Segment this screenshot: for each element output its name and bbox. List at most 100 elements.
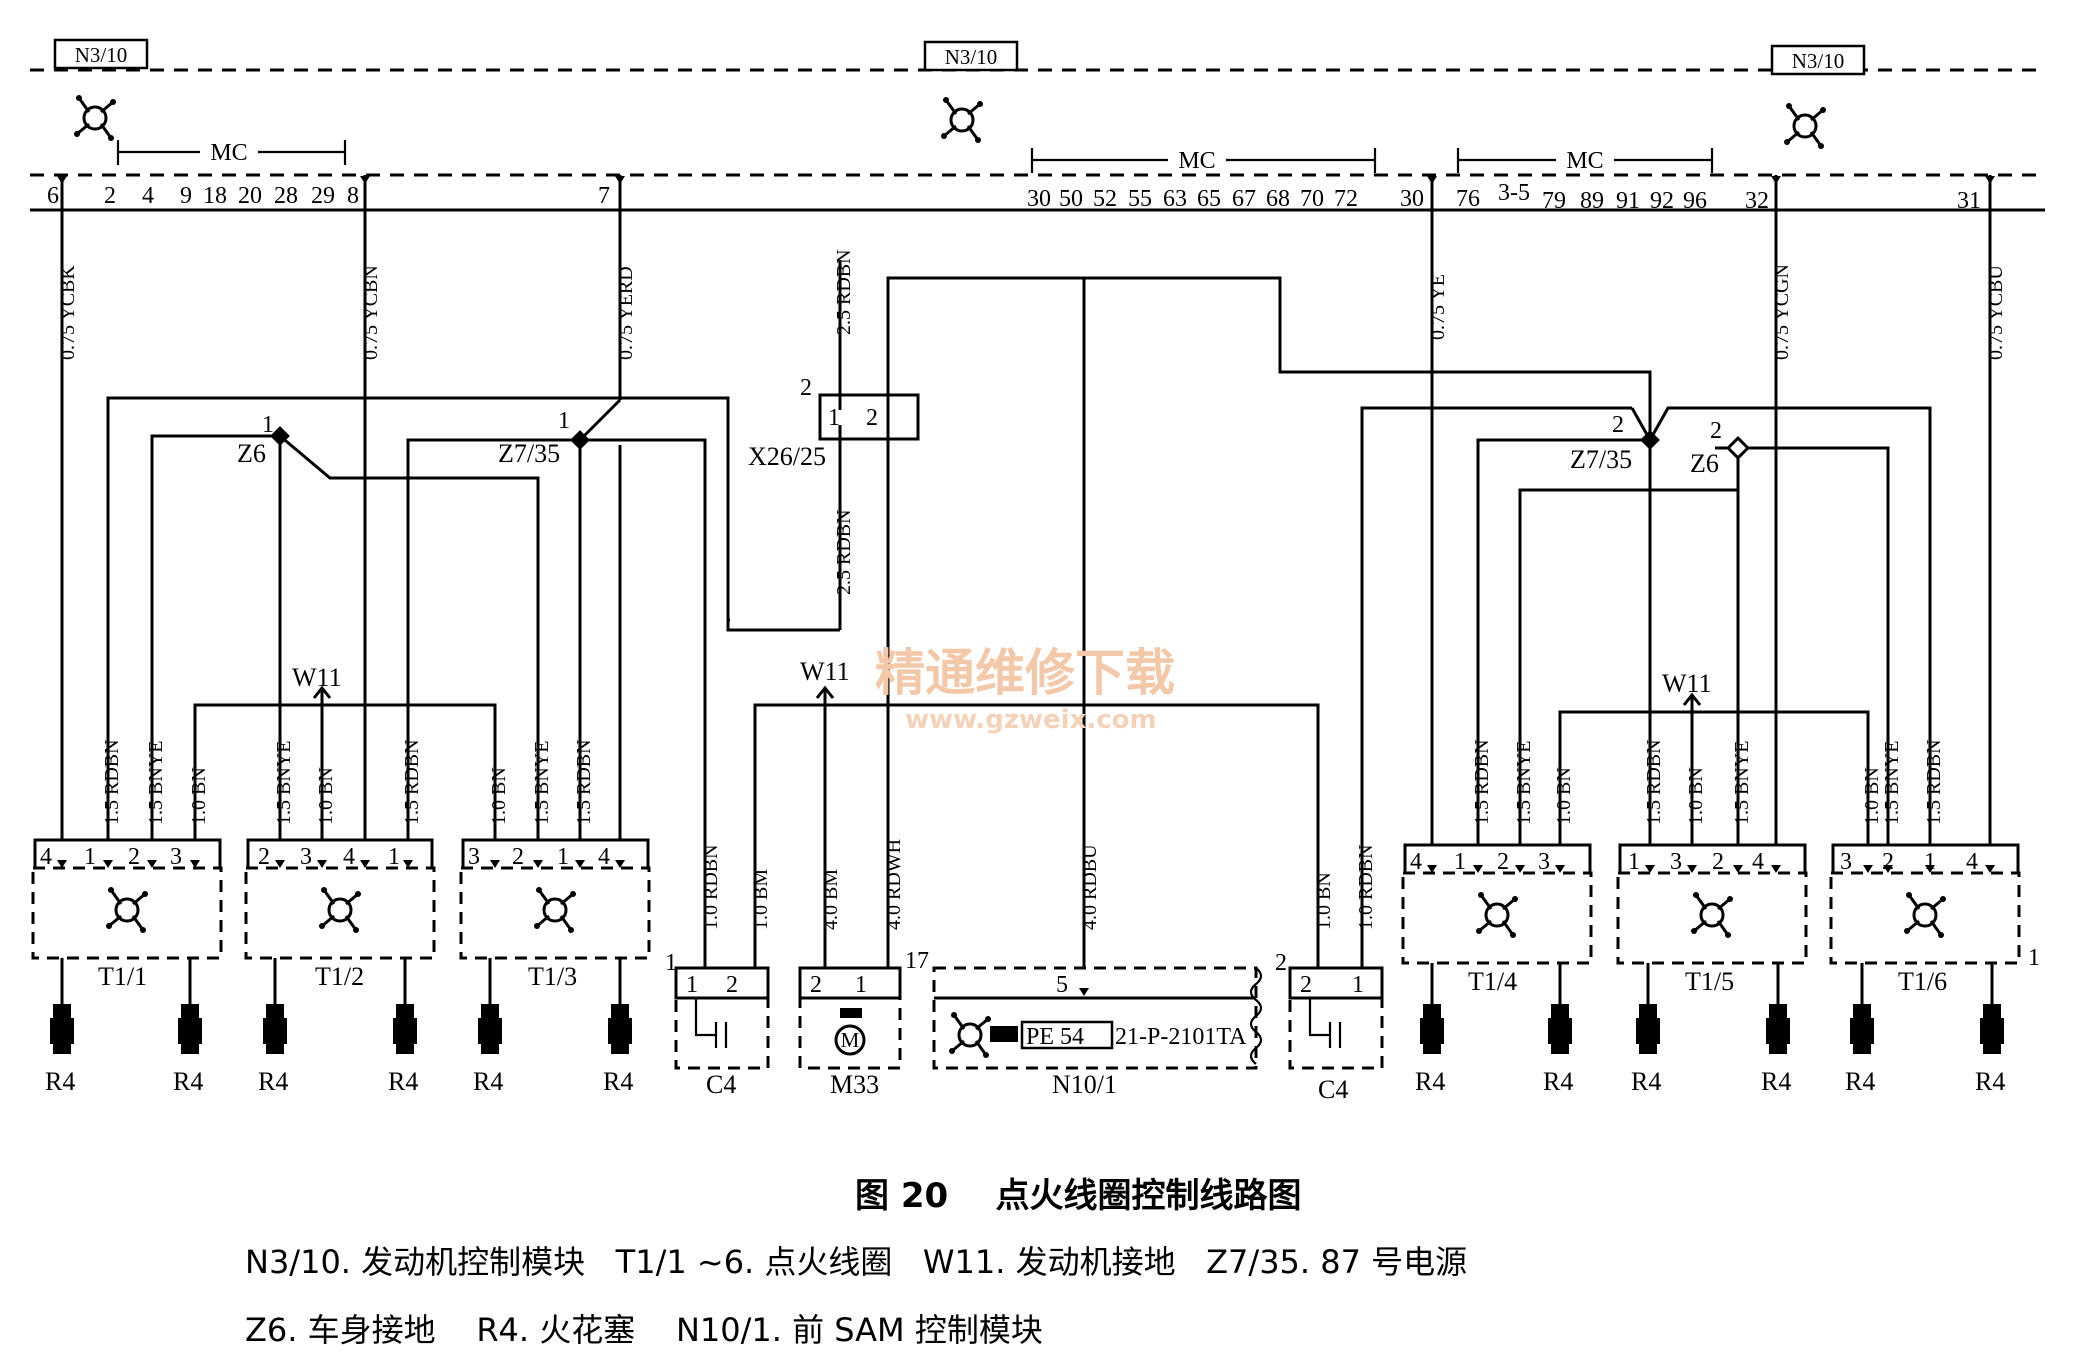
coil-pin: 2 xyxy=(1712,849,1724,875)
spark-plug-icon xyxy=(606,982,634,1056)
wire-label: 1.0 RDBN xyxy=(700,844,722,930)
ignition-coil-icon xyxy=(532,885,578,935)
pin-number: 76 xyxy=(1456,186,1480,212)
coil-pin: 4 xyxy=(343,844,355,870)
coil-pin: 1 xyxy=(1628,849,1640,875)
mc-label: MC xyxy=(210,140,247,166)
connector-pin: 2 xyxy=(866,405,878,431)
connector-pin: 1 xyxy=(828,405,840,431)
coil-pin: 4 xyxy=(1966,849,1978,875)
spark-plug-label: R4 xyxy=(1975,1067,2005,1096)
pin-number: 31 xyxy=(1957,188,1981,214)
mc-bus-right: MC xyxy=(1456,146,1714,174)
relay-icon xyxy=(947,1010,993,1060)
pin-number: 18 xyxy=(203,183,227,209)
module-n3-10: N3/10 N3/10 N3/10 xyxy=(30,38,2045,212)
pin-number: 7 xyxy=(598,183,610,209)
ignition-coil-icon xyxy=(1689,890,1735,940)
capacitor-c4-right: 2 1 2 C4 xyxy=(1275,406,1632,1104)
coil-pin: 4 xyxy=(598,844,610,870)
coil-pin: 2 xyxy=(1882,849,1894,875)
node-number: 1 xyxy=(558,408,570,434)
node-number: 1 xyxy=(262,412,274,438)
wire-label: 0.75 YCGN xyxy=(1771,264,1793,360)
coil-pin: 2 xyxy=(1497,849,1509,875)
spark-plug-icon xyxy=(1978,982,2006,1056)
coil-name: T1/4 xyxy=(1468,967,1517,996)
spark-plug-icon xyxy=(1848,982,1876,1056)
wire-label: 1.5 BNYE xyxy=(273,741,295,825)
pin-number: 96 xyxy=(1683,188,1707,214)
coil-pin: 1 xyxy=(1924,849,1936,875)
wire-label: 1.5 BNYE xyxy=(1881,741,1903,825)
wire-label: 0.75 YE xyxy=(1427,274,1449,340)
wire-label: 1.0 BN xyxy=(1861,767,1883,825)
wire-label: 1.5 BNYE xyxy=(531,741,553,825)
c4-pin: 2 xyxy=(1300,972,1312,998)
spark-plug-label: R4 xyxy=(1415,1067,1445,1096)
module-label-center: N3/10 xyxy=(945,45,998,69)
c4-pin: 2 xyxy=(726,972,738,998)
right-node-labels: 2 Z7/35 2 Z6 W11 xyxy=(1570,412,1722,698)
spark-plug-label: R4 xyxy=(1631,1067,1661,1096)
pin-number: 65 xyxy=(1197,186,1221,212)
svg-text:M: M xyxy=(841,1028,860,1052)
node-w11-label: W11 xyxy=(292,663,342,692)
coil-pin: 2 xyxy=(512,844,524,870)
pin-number: 32 xyxy=(1745,188,1769,214)
m33-pin: 2 xyxy=(810,972,822,998)
wire-label: 4.0 RDWH xyxy=(883,839,905,930)
pin-number: 89 xyxy=(1580,188,1604,214)
pin-numbers: 6 2 4 9 18 20 28 29 8 7 30 50 52 55 63 6… xyxy=(47,180,1981,214)
c4-label: C4 xyxy=(1318,1075,1348,1104)
mc-bus-middle: MC xyxy=(1030,146,1377,174)
wire-label: 1.0 BN xyxy=(488,767,510,825)
module-wires xyxy=(57,175,1995,845)
spark-plug-label: R4 xyxy=(1761,1067,1791,1096)
pin-number: 2 xyxy=(104,183,116,209)
wire-label: 0.75 YCBK xyxy=(57,265,79,360)
node-number: 2 xyxy=(1612,412,1624,438)
coil-pin: 3 xyxy=(1538,849,1550,875)
n10-part: PE 54 xyxy=(1026,1024,1084,1050)
legend-line-2: Z6. 车身接地 R4. 火花塞 N10/1. 前 SAM 控制模块 xyxy=(245,1311,1043,1349)
side-mark: 1 xyxy=(2028,945,2040,971)
pin-number: 8 xyxy=(347,183,359,209)
coil-pin: 1 xyxy=(557,844,569,870)
spark-plug-icon xyxy=(176,982,204,1056)
pin-number: 55 xyxy=(1128,186,1152,212)
spark-plugs-right: R4 R4 R4 R4 R4 R4 xyxy=(1415,963,2006,1096)
coil-pin: 3 xyxy=(170,844,182,870)
spark-plug-label: R4 xyxy=(1543,1067,1573,1096)
n10-code: 21-P-2101TA xyxy=(1115,1024,1247,1050)
spark-plug-label: R4 xyxy=(45,1067,75,1096)
wire-label: 1.5 RDBN xyxy=(101,739,123,825)
wire-label: 0.75 YCBU xyxy=(1985,265,2007,360)
ignition-coil-t1-6: 3 2 1 4 T1/6 1 xyxy=(1829,843,2040,996)
wire-label: 1.5 RDBN xyxy=(573,739,595,825)
spark-plug-icon xyxy=(48,982,76,1056)
pin-number: 79 xyxy=(1542,188,1566,214)
left-branch-labels: 1.5 RDBN 1.5 BNYE 1.0 BN 1.5 BNYE 1.0 BN… xyxy=(101,739,595,825)
figure-caption: 图 20 点火线圈控制线路图 xyxy=(855,1176,1302,1216)
wire-label: 4.0 RDBU xyxy=(1079,844,1101,930)
node-w11-label: W11 xyxy=(800,657,850,686)
wire-label: 1.5 RDBN xyxy=(401,739,423,825)
pin-number: 4 xyxy=(142,183,154,209)
capacitor-c4-left: 1 2 1 C4 xyxy=(665,950,770,1099)
coil-pin: 2 xyxy=(128,844,140,870)
pin-number: 68 xyxy=(1266,186,1290,212)
wire-label: 1.0 BN xyxy=(315,767,337,825)
motor-m33: 2 1 17 M M33 xyxy=(798,948,929,1099)
pin-number: 28 xyxy=(274,183,298,209)
wire-label: 0.75 YCBN xyxy=(360,265,382,360)
ground-symbol-icon xyxy=(72,93,118,143)
spark-plug-icon xyxy=(1418,982,1446,1056)
pin-number: 20 xyxy=(238,183,262,209)
coil-name: T1/2 xyxy=(315,962,364,991)
coil-pin: 2 xyxy=(258,844,270,870)
pin-number: 52 xyxy=(1093,186,1117,212)
pin-number: 63 xyxy=(1163,186,1187,212)
node-number: 2 xyxy=(1710,418,1722,444)
